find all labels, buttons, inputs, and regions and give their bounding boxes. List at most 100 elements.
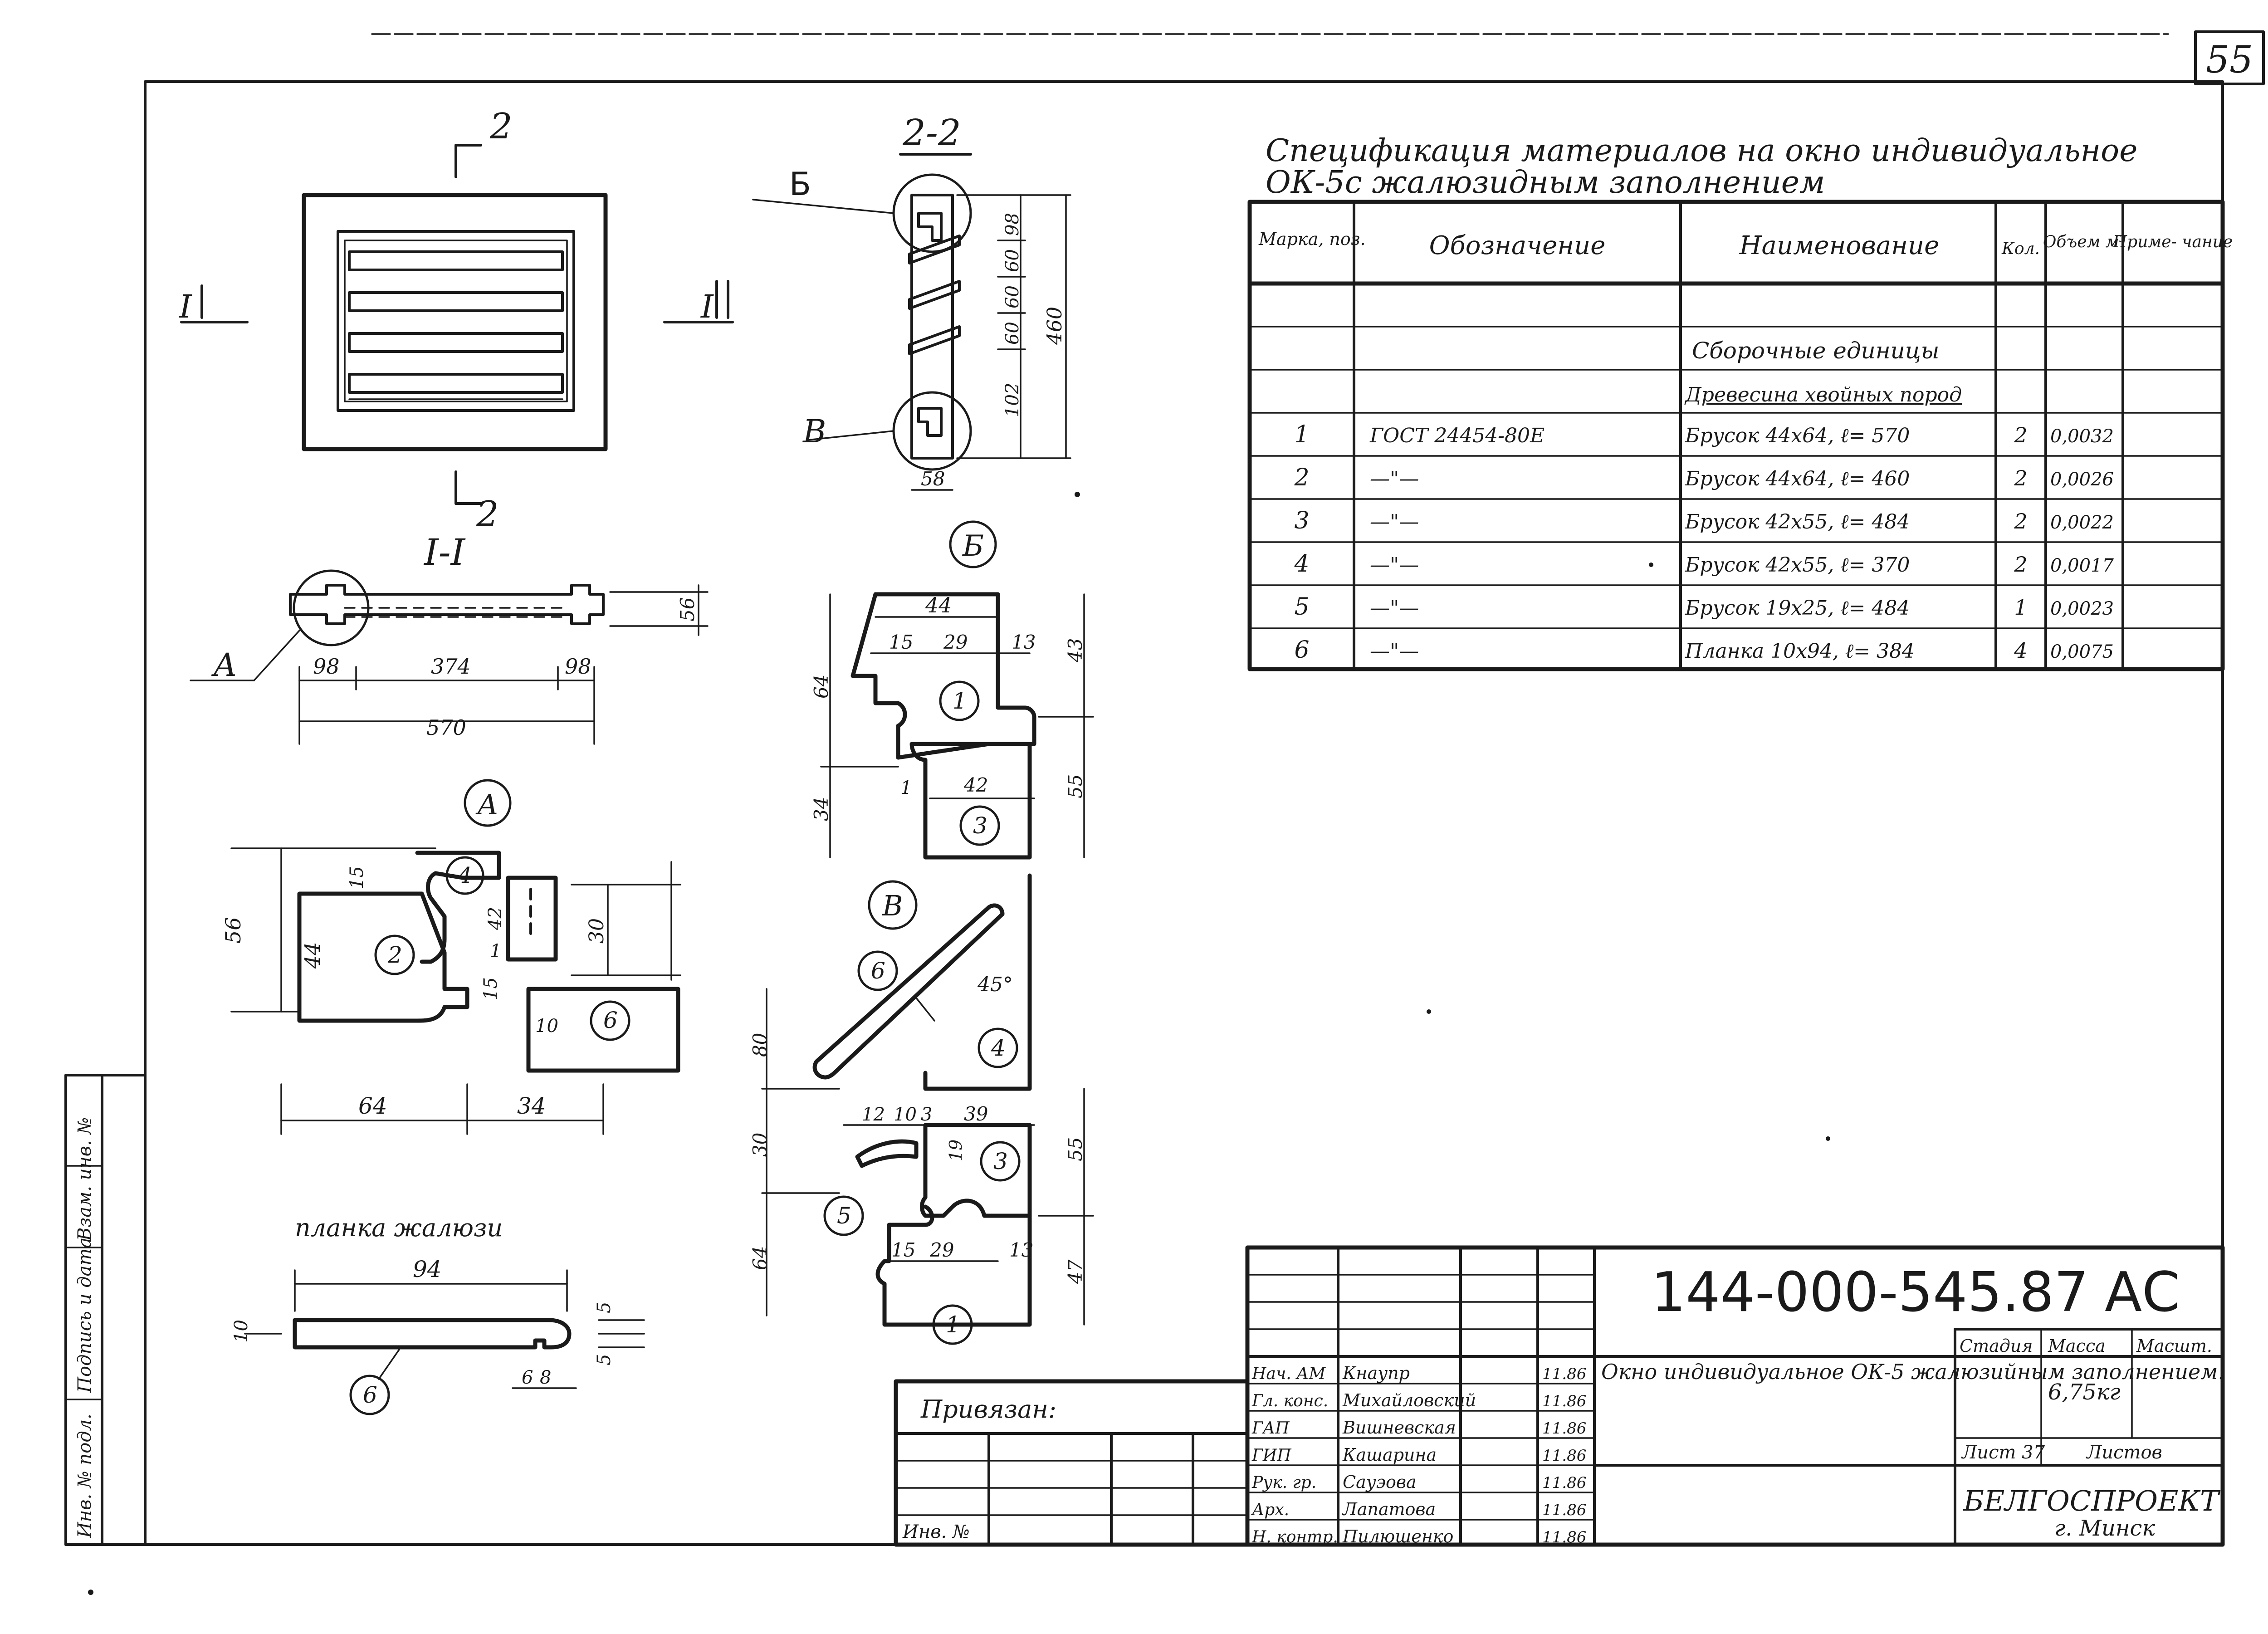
spec-cell-mark: 4 xyxy=(1294,550,1309,577)
dim-98-right: 98 xyxy=(565,654,591,679)
spec-cell-mark: 5 xyxy=(1294,593,1309,621)
dim-v-3: 3 xyxy=(921,1104,932,1125)
staff-name: Вишневская xyxy=(1342,1418,1456,1438)
spec-cell-qty: 2 xyxy=(2014,423,2027,447)
dim-374: 374 xyxy=(431,654,471,679)
dim-a-64: 64 xyxy=(358,1093,387,1119)
dim-22-60c: 60 xyxy=(1002,322,1023,345)
staff-name: Сауэова xyxy=(1343,1472,1417,1492)
dim-b-29: 29 xyxy=(943,631,968,653)
dim-a-30: 30 xyxy=(585,918,608,944)
dim-v-29: 29 xyxy=(929,1239,954,1261)
dim-b-1: 1 xyxy=(900,778,912,798)
spec-cell-name: Брусок 44х64, ℓ= 570 xyxy=(1685,424,1910,447)
dim-v-45: 45° xyxy=(977,973,1013,996)
binding-label: Привязан: xyxy=(920,1395,1056,1424)
stamp-podpis: Подпись и дата xyxy=(74,1238,95,1393)
dim-b-64: 64 xyxy=(810,675,832,699)
detail-b xyxy=(820,592,1094,930)
spec-header-note: Приме- чание xyxy=(2112,233,2233,251)
section-mark-right: I xyxy=(700,288,714,325)
dim-22-102: 102 xyxy=(1002,383,1023,417)
dim-570: 570 xyxy=(426,715,466,740)
mass-value: 6,75кг xyxy=(2048,1380,2121,1405)
pos-5-v: 5 xyxy=(837,1203,851,1229)
staff-name: Михайловский xyxy=(1342,1390,1476,1410)
callout-b-circle: Б xyxy=(962,529,984,563)
spec-group-label: Сборочные единицы xyxy=(1692,338,1939,364)
staff-role: ГИП xyxy=(1251,1446,1291,1465)
spec-cell-volume: 0,0026 xyxy=(2050,469,2114,490)
dim-a-10: 10 xyxy=(535,1016,558,1037)
pos-4-v: 4 xyxy=(991,1035,1006,1061)
callout-a-label: А xyxy=(211,646,237,684)
sheet-label: Лист 37 xyxy=(1961,1442,2045,1463)
drawing-code: 144-000-545.87 xyxy=(1651,1261,2089,1324)
pos-6-v: 6 xyxy=(871,958,885,984)
dim-56: 56 xyxy=(676,597,699,621)
spec-cell-designation: —"— xyxy=(1370,553,1419,577)
dim-v-64: 64 xyxy=(749,1246,771,1270)
org-city: г. Минск xyxy=(2054,1516,2155,1541)
org-name: БЕЛГОСПРОЕКТ xyxy=(1963,1484,2221,1517)
spec-cell-qty: 1 xyxy=(2014,595,2027,620)
dim-22-60a: 60 xyxy=(1002,249,1023,272)
dim-v-39: 39 xyxy=(964,1103,988,1125)
dim-22-60b: 60 xyxy=(1002,285,1023,308)
pos-3-b: 3 xyxy=(973,812,987,839)
dim-b-44: 44 xyxy=(925,593,952,617)
spec-cell-designation: ГОСТ 24454-80Е xyxy=(1369,424,1545,447)
dim-v-19: 19 xyxy=(946,1140,966,1161)
section-1-1 xyxy=(190,569,709,745)
spec-cell-volume: 0,0032 xyxy=(2050,426,2114,447)
planka-6: 6 xyxy=(522,1367,533,1388)
staff-role: Н. контр. xyxy=(1251,1528,1338,1546)
planka-5b: 5 xyxy=(594,1354,615,1365)
spec-cell-mark: 3 xyxy=(1294,507,1309,534)
staff-date: 11.86 xyxy=(1542,1474,1586,1492)
staff-role: ГАП xyxy=(1251,1419,1290,1438)
dim-22-58: 58 xyxy=(921,468,945,490)
planka-len: 94 xyxy=(413,1256,442,1282)
dim-22-460: 460 xyxy=(1043,307,1066,345)
section-1-1-title: I-I xyxy=(423,531,466,573)
pos-4-a: 4 xyxy=(458,863,472,888)
staff-role: Гл. конс. xyxy=(1251,1392,1328,1410)
staff-name: Лапатова xyxy=(1342,1499,1436,1519)
dim-a-1: 1 xyxy=(490,941,501,962)
spec-cell-name: Планка 10х94, ℓ= 384 xyxy=(1685,640,1915,663)
spec-header-qty: Кол. xyxy=(2001,240,2040,258)
pos-6-a: 6 xyxy=(603,1007,618,1033)
dim-v-13: 13 xyxy=(1009,1239,1033,1261)
dim-b-15: 15 xyxy=(889,631,913,653)
spec-header-name: Наименование xyxy=(1739,231,1940,260)
spec-cell-volume: 0,0022 xyxy=(2050,512,2114,533)
section-mark-left: I xyxy=(178,288,192,325)
dim-a-56: 56 xyxy=(221,917,245,944)
staff-date: 11.86 xyxy=(1542,1419,1586,1438)
spec-header-mark: Марка, поз. xyxy=(1258,229,1366,249)
staff-role: Арх. xyxy=(1251,1501,1289,1519)
spec-cell-designation: —"— xyxy=(1370,510,1419,533)
dim-v-30: 30 xyxy=(749,1133,771,1157)
callout-a-title: А xyxy=(475,788,499,821)
spec-cell-designation: —"— xyxy=(1370,467,1419,490)
planka-8: 8 xyxy=(540,1367,551,1388)
spec-header-volume: Объем м³ xyxy=(2043,233,2126,251)
pos-1-v: 1 xyxy=(946,1311,960,1338)
staff-name: Кнаупр xyxy=(1342,1363,1410,1383)
spec-cell-qty: 4 xyxy=(2014,638,2027,663)
sheet-number: 55 xyxy=(2206,39,2253,82)
staff-date: 11.86 xyxy=(1542,1447,1586,1465)
pos-2-a: 2 xyxy=(387,942,402,968)
dim-v-47: 47 xyxy=(1064,1259,1086,1284)
dim-a-44: 44 xyxy=(300,942,325,969)
callout-b-label: Б xyxy=(789,166,811,203)
side-stamp: Инв. № подл. Подпись и дата Взам. инв. № xyxy=(64,1074,147,1546)
spec-table-grid xyxy=(1247,200,2225,671)
dim-v-15: 15 xyxy=(891,1239,915,1261)
staff-role: Рук. гр. xyxy=(1251,1473,1316,1492)
dim-b-42: 42 xyxy=(963,774,988,796)
